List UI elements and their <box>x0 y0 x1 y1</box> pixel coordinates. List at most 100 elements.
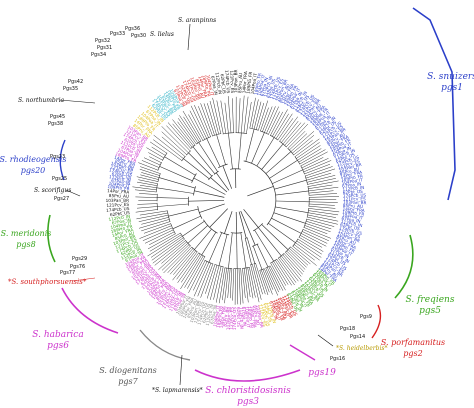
label-s-southphorsuensis: *S. southphorsuensis* <box>8 278 87 286</box>
tree-branch <box>222 268 227 301</box>
tree-branch <box>140 166 161 174</box>
tree-branch <box>265 151 292 174</box>
tree-branch-arc <box>191 173 197 183</box>
tree-tip-label: 174Pcb_US <box>343 192 367 198</box>
tree-branch <box>247 186 274 197</box>
pgs-tag: Pgs31 <box>97 45 112 51</box>
tree-branch <box>136 212 168 220</box>
tree-branch <box>140 174 159 180</box>
tree-branch <box>289 248 309 266</box>
tree-branch <box>286 123 309 147</box>
tree-branch <box>240 268 244 304</box>
tree-tip-label: 85Pru_AU <box>222 306 229 327</box>
tree-tip-label: 85Pru_AU <box>114 158 135 169</box>
tree-tip-label: 104Poa_IT <box>342 212 364 220</box>
label-pgs2-species: S. porfamanitus <box>381 338 445 347</box>
tree-branch <box>272 169 303 184</box>
tree-branch <box>304 225 328 235</box>
tree-branch <box>309 203 335 206</box>
tree-branch <box>306 220 332 230</box>
tree-branch <box>199 203 225 213</box>
tree-tip-label: 62Pbt_US <box>110 210 131 217</box>
tree-branch-arc <box>157 162 162 171</box>
tree-branch <box>279 116 299 142</box>
tree-branch <box>279 256 299 282</box>
tree-branch <box>250 264 260 303</box>
tree-branch <box>224 211 233 234</box>
tree-tip-label: 189Pto_FR <box>110 224 133 234</box>
tree-branch <box>218 267 226 304</box>
tree-branch <box>205 264 216 294</box>
tree-tip-label: 189Pto_FR <box>201 74 211 97</box>
tree-branch <box>275 206 309 213</box>
pgs-tag: Pgs23 <box>50 154 65 160</box>
tree-branch <box>144 229 174 244</box>
label-pgs6-species: S. habarica <box>32 330 83 340</box>
tree-tip-label: 121Pcv_ES <box>258 304 268 328</box>
tree-tip-label: 189Pto_FR <box>246 71 254 94</box>
tree-branch <box>306 172 332 181</box>
tree-branch <box>159 166 193 182</box>
tree-tip-label: 62Pbt_US <box>335 152 356 164</box>
tree-branch <box>218 234 228 266</box>
tree-branch <box>138 162 159 171</box>
pgs-tag: Pgs16 <box>330 356 345 362</box>
tree-branch <box>161 136 186 157</box>
pgs-tag: Pgs35 <box>63 86 78 92</box>
bracket-pgs5 <box>394 234 414 299</box>
tree-branch <box>222 165 233 189</box>
tree-branch <box>252 264 262 300</box>
tree-branch <box>183 116 200 143</box>
tree-branch <box>261 143 284 170</box>
tree-branch <box>309 201 338 203</box>
tree-tip-label: 67Poa_IN <box>341 216 361 224</box>
tree-branch <box>136 206 158 209</box>
tree-branch <box>161 126 189 154</box>
tree-branch <box>166 125 191 152</box>
tree-branch <box>273 212 306 224</box>
tree-branch <box>309 196 340 198</box>
tree-tip-label: 103Pan_BR <box>233 69 238 93</box>
tree-tip-label: 85Pru_AU <box>194 78 205 99</box>
tree-branch <box>308 184 333 189</box>
tree-branch-arc <box>181 156 186 162</box>
tree-branch-arc <box>269 134 279 141</box>
tree-branch <box>290 131 315 152</box>
tree-tip-label: 112Pcb_IN <box>205 304 215 327</box>
tree-branch <box>208 232 223 263</box>
tree-branch <box>209 208 228 228</box>
tree-tip-label: 112Pcb_IN <box>108 214 130 222</box>
tree-branch <box>295 242 320 261</box>
tree-branch <box>132 186 157 191</box>
tree-branch <box>298 148 322 163</box>
tree-branch <box>139 225 172 239</box>
pgs-tag: Pgs32 <box>95 38 110 44</box>
pointer-s-scorifigus <box>65 189 81 197</box>
tree-branch-arc <box>253 262 256 265</box>
tree-branch <box>172 123 193 148</box>
tree-branch <box>215 172 230 191</box>
tree-tip-label: 189Pto_FR <box>253 73 262 96</box>
tree-branch <box>215 266 224 303</box>
tree-tip-label: 121Pcv_ES <box>193 300 205 323</box>
tree-tip-label: 67Poa_IN <box>342 181 362 188</box>
label-s-lielus: S. lielus <box>150 31 174 38</box>
label-pgs20-species: S. rhodieogensis <box>0 155 67 164</box>
tree-branch <box>260 269 270 293</box>
tree-branch <box>274 179 307 190</box>
tree-tip-label: 121Pcv_ES <box>343 196 366 201</box>
label-pgs7-tag: pgs7 <box>118 377 138 386</box>
tree-branch <box>255 263 266 295</box>
tree-branch <box>151 146 166 156</box>
pgs-tag: Pgs14 <box>350 334 365 340</box>
tree-tip-label: 174Pcb_US <box>339 225 363 236</box>
tree-branch <box>251 132 265 164</box>
tree-branch <box>206 265 218 299</box>
tree-branch-arc <box>230 168 241 170</box>
tree-branch <box>176 251 198 280</box>
tree-branch <box>258 227 282 257</box>
tree-branch <box>260 107 269 131</box>
label-pgs8-species: S. meridonis <box>1 229 52 238</box>
tree-branch <box>193 261 208 291</box>
